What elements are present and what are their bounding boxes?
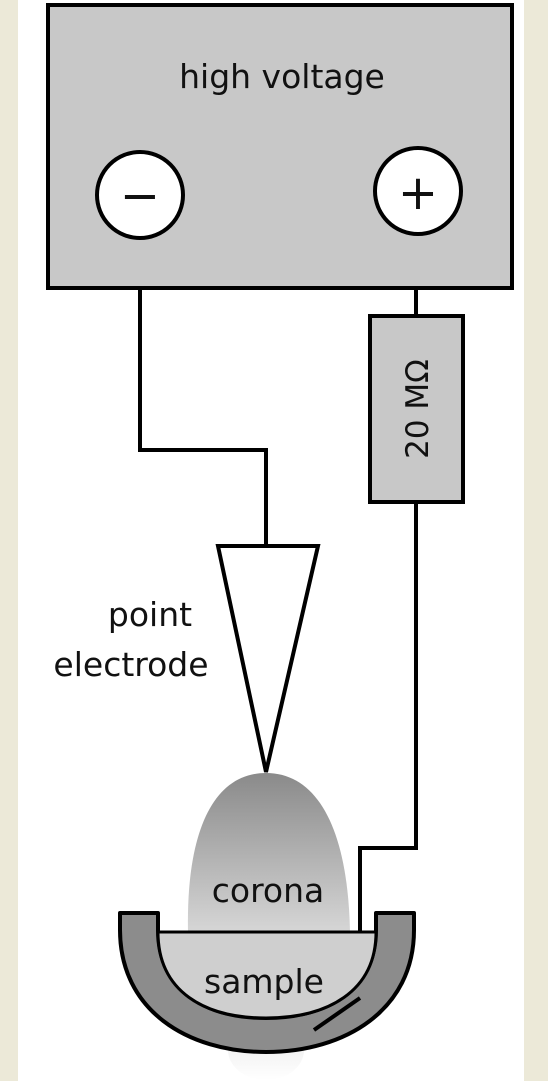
negative-terminal: −: [95, 150, 185, 240]
resistor-label: 20 MΩ: [400, 359, 436, 459]
supply-label: high voltage: [179, 57, 385, 96]
sample-label: sample: [204, 962, 324, 1001]
positive-terminal-symbol: +: [398, 165, 438, 221]
resistor-box: [368, 314, 465, 504]
sample-contact-wire: [312, 996, 362, 1032]
high-voltage-supply: high voltage − +: [46, 3, 514, 290]
negative-terminal-symbol: −: [120, 168, 160, 224]
sample-region: [156, 930, 378, 1020]
positive-terminal-circle: [373, 146, 463, 236]
positive-terminal: +: [373, 146, 463, 236]
corona-region: [187, 773, 350, 932]
sample-wire: [358, 502, 418, 1000]
electrode-label-line1: point: [108, 595, 192, 634]
corona-label: corona: [212, 871, 325, 910]
electrode-label-line2: electrode: [53, 645, 208, 684]
negative-terminal-circle: [95, 150, 185, 240]
resistor: 20 MΩ: [368, 314, 465, 504]
negative-wire: [138, 288, 268, 546]
supply-box: [46, 3, 514, 290]
point-electrode: [215, 544, 321, 773]
